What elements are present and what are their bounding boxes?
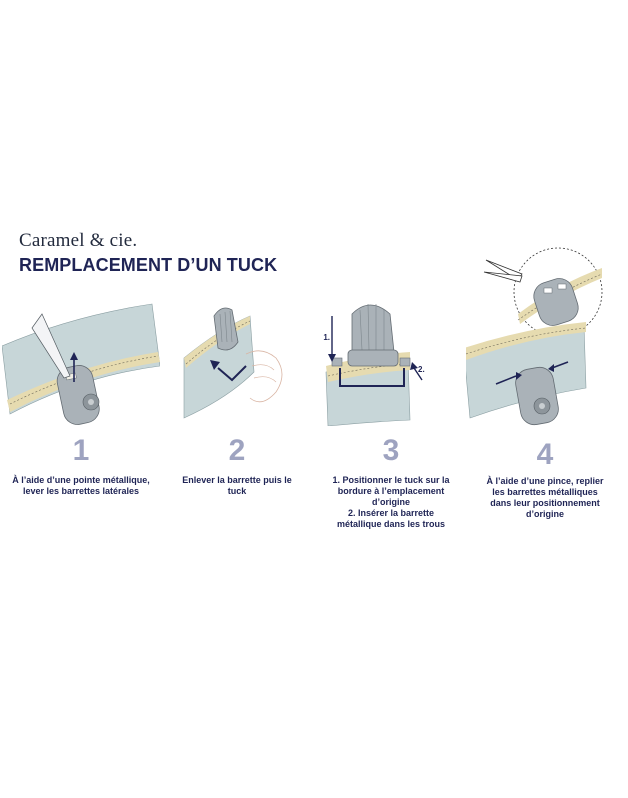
step-caption-line: d’origine xyxy=(372,497,410,507)
step-number: 4 xyxy=(536,438,554,471)
arrow-2-label: 2. xyxy=(418,365,425,374)
step-caption-line: les barrettes métalliques xyxy=(492,487,598,497)
step-caption-line: 2. Insérer la barrette xyxy=(347,508,435,518)
step-1: 1 À l’aide d’une pointe métallique, leve… xyxy=(2,296,160,536)
step-caption-line: À l’aide d’une pointe métallique, xyxy=(12,475,150,485)
step-caption-line: métallique dans les trous xyxy=(336,519,446,529)
step-number: 2 xyxy=(228,434,246,467)
step-caption-line: tuck xyxy=(227,486,247,496)
step-caption: 1. Positionner le tuck sur la bordure à … xyxy=(318,475,464,530)
step-caption: Enlever la barrette puis le tuck xyxy=(164,475,310,497)
step-4: 4 À l’aide d’une pince, replier les barr… xyxy=(466,240,624,536)
arrow-1-label: 1. xyxy=(323,333,330,342)
step-4-illustration xyxy=(466,247,603,426)
step-caption-line: À l’aide d’une pince, replier xyxy=(486,476,604,486)
step-caption: À l’aide d’une pointe métallique, lever … xyxy=(8,475,154,497)
step-3-illustration: 1. 2. xyxy=(323,303,425,426)
step-2: 2 Enlever la barrette puis le tuck xyxy=(158,296,316,536)
step-caption-line: d’origine xyxy=(526,509,564,519)
step-caption-line: bordure à l’emplacement xyxy=(337,486,445,496)
step-caption: À l’aide d’une pince, replier les barret… xyxy=(472,476,618,520)
page-title: REMPLACEMENT D’UN TUCK xyxy=(19,255,278,275)
step-caption-line: dans leur positionnement xyxy=(490,498,600,508)
step-caption-line: lever les barrettes latérales xyxy=(22,486,140,496)
step-2-illustration xyxy=(183,307,283,419)
brand-logo: Caramel & cie. xyxy=(19,230,138,251)
step-caption-line: Enlever la barrette puis le xyxy=(182,475,292,485)
step-number: 3 xyxy=(382,434,400,467)
step-caption-line: 1. Positionner le tuck sur la xyxy=(332,475,450,485)
step-1-illustration xyxy=(2,303,160,425)
step-number: 1 xyxy=(72,434,90,467)
step-3: 1. 2. 3 1. Positionner le tuck sur la bo… xyxy=(312,296,470,536)
